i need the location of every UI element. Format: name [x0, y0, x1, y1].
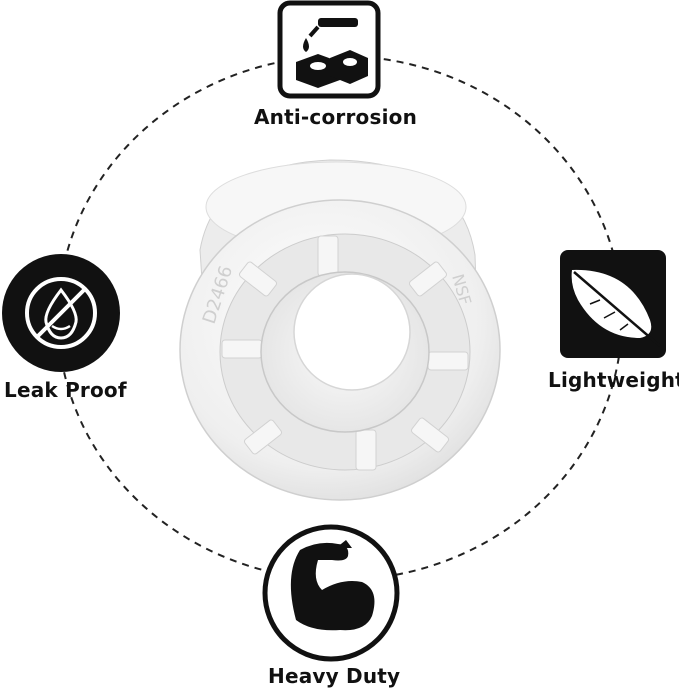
feather-icon: [560, 250, 666, 358]
feature-label-leak-proof: Leak Proof: [4, 378, 127, 402]
feature-label-lightweight: Lightweight: [548, 368, 679, 392]
no-leak-drop-icon: [2, 254, 120, 372]
anti-corrosion-icon: [277, 0, 381, 99]
feature-label-anti-corrosion: Anti-corrosion: [254, 105, 418, 129]
flexed-arm-icon: [262, 524, 400, 662]
pvc-fitting: D2466 NSF: [179, 159, 501, 501]
feature-label-heavy-duty: Heavy Duty: [268, 664, 401, 688]
